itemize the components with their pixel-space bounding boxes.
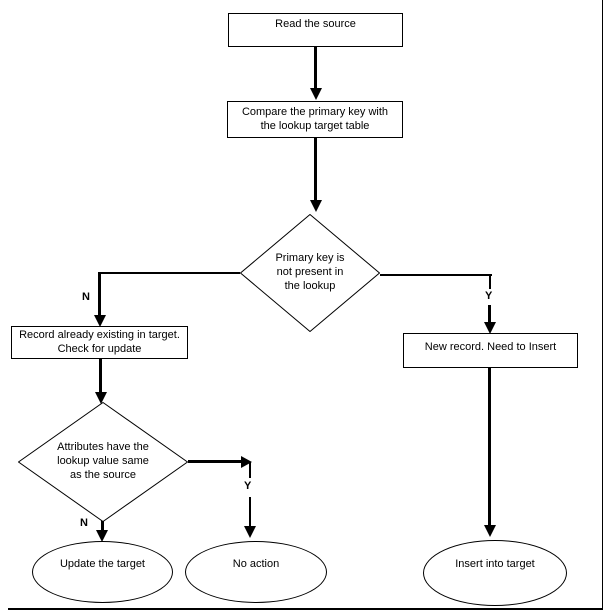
arrowhead-down-icon xyxy=(310,200,322,212)
node-label: Update the target xyxy=(59,558,145,571)
page-boundary-bottom xyxy=(8,608,603,610)
connector-compare-to-decision1 xyxy=(314,138,317,200)
connector-decision1-yes-stub xyxy=(489,274,491,289)
edge-label-attributes-no: N xyxy=(78,517,90,531)
node-label: Compare the primary key with the lookup … xyxy=(241,106,389,132)
flowchart-node-read-source: Read the source xyxy=(228,13,403,47)
edge-label-pk-no: N xyxy=(80,291,92,305)
connector-read-to-compare xyxy=(314,47,317,88)
node-label: Record already existing in target. Check… xyxy=(19,329,180,355)
flowchart-node-update-target: Update the target xyxy=(32,541,173,603)
node-label: Insert into target xyxy=(455,558,535,571)
flowchart-node-no-action: No action xyxy=(185,541,327,603)
connector-decision2-yes-stub xyxy=(249,462,251,478)
arrowhead-down-icon xyxy=(96,530,108,542)
flowchart-node-insert-target: Insert into target xyxy=(423,540,567,606)
arrowhead-down-icon xyxy=(94,315,106,327)
arrowhead-down-icon xyxy=(484,322,496,334)
node-label: No action xyxy=(232,558,280,571)
flowchart-decision-pk-not-present xyxy=(240,214,380,332)
connector-decision2-yes-vertical xyxy=(249,497,251,526)
connector-decision1-yes-vertical xyxy=(488,305,491,322)
arrowhead-down-icon xyxy=(310,88,322,100)
flowchart-node-compare-key: Compare the primary key with the lookup … xyxy=(227,101,403,138)
flowchart-decision-attributes-same xyxy=(18,402,188,522)
node-label: New record. Need to Insert xyxy=(424,340,557,353)
decision-label-pk-not-present: Primary key is not present in the lookup xyxy=(275,252,345,292)
node-label: Read the source xyxy=(275,18,356,31)
connector-newrecord-to-insert xyxy=(488,368,491,525)
flowchart-node-new-record: New record. Need to Insert xyxy=(403,333,578,368)
connector-decision1-no-vertical xyxy=(98,272,101,315)
decision-label-attributes-same: Attributes have the lookup value same as… xyxy=(57,441,149,481)
flowchart-node-record-existing: Record already existing in target. Check… xyxy=(11,326,188,359)
connector-decision2-yes-horizontal xyxy=(188,460,242,463)
arrowhead-down-icon xyxy=(95,392,107,404)
page-boundary-right xyxy=(602,0,603,610)
arrowhead-down-icon xyxy=(244,526,256,538)
arrowhead-down-icon xyxy=(484,525,496,537)
connector-decision1-yes-horizontal xyxy=(380,274,492,276)
arrowhead-right-icon xyxy=(241,456,252,468)
connector-decision1-no-horizontal xyxy=(99,272,240,274)
connector-existing-to-decision2 xyxy=(99,359,102,392)
edge-label-pk-yes: Y xyxy=(483,290,495,304)
edge-label-attributes-yes: Y xyxy=(242,480,254,494)
